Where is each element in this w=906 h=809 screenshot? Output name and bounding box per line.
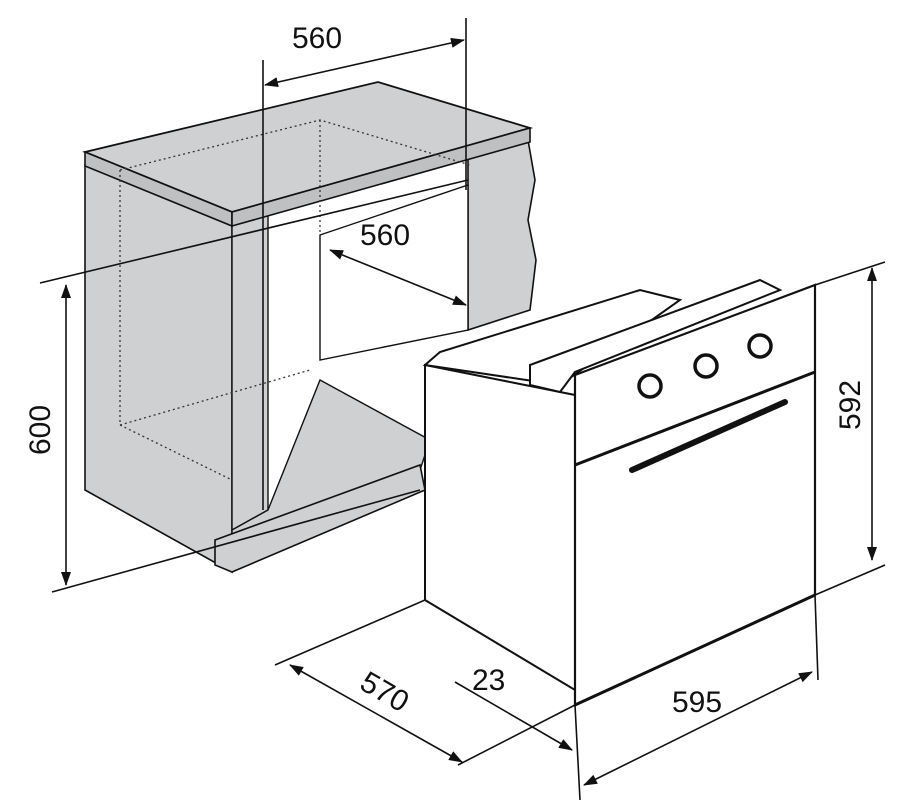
dim-oven-width: 595	[672, 686, 722, 719]
control-knob	[693, 353, 719, 379]
dimension-lines	[39, 18, 886, 801]
control-knob	[747, 333, 773, 359]
dim-niche-depth: 560	[360, 219, 410, 252]
oven	[422, 278, 817, 707]
cabinet-back-wall	[319, 184, 469, 361]
dim-oven-depth: 570	[355, 665, 415, 719]
dim-oven-height: 592	[834, 380, 867, 430]
dim-niche-height: 600	[24, 405, 57, 455]
dim-niche-width: 560	[292, 22, 342, 55]
control-knob	[637, 373, 663, 399]
cabinet-right-panel	[467, 139, 537, 332]
dim-door-thickness: 23	[472, 664, 505, 697]
cabinet-top-front	[231, 126, 531, 228]
oven-door-handle	[629, 399, 788, 473]
cabinet-left-side	[84, 163, 233, 574]
oven-side	[424, 363, 576, 692]
oven-top-block	[529, 278, 783, 394]
